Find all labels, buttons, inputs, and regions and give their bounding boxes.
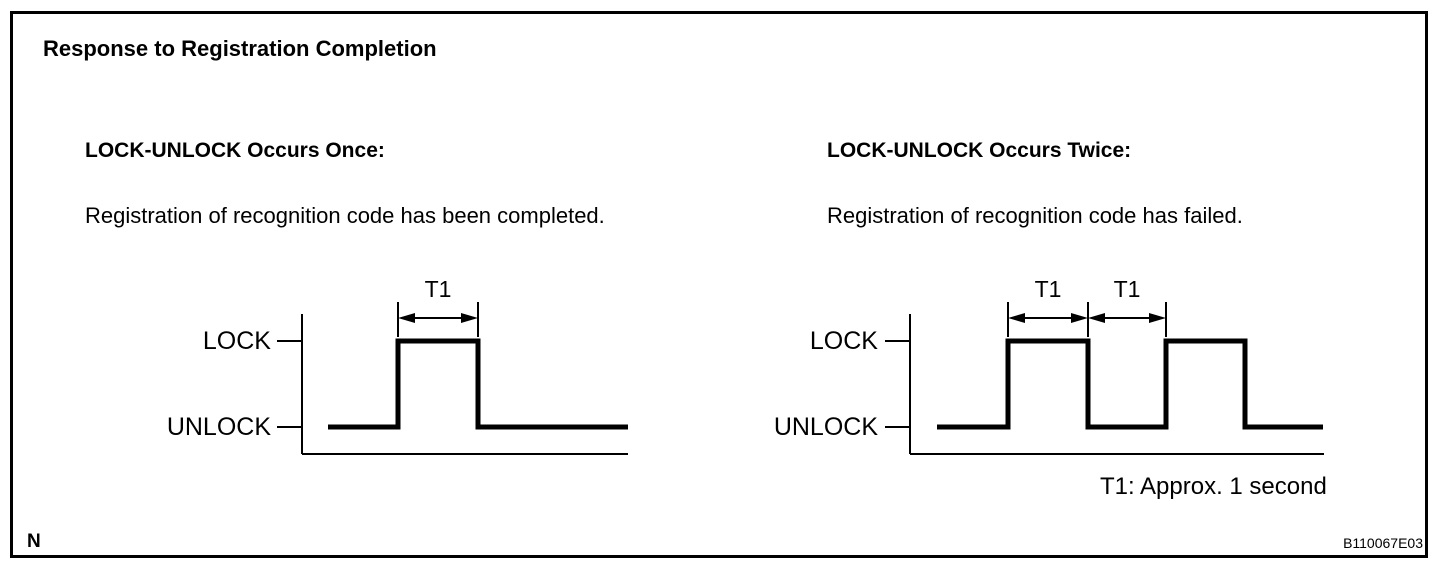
t1-duration-label: T1 <box>1035 276 1062 302</box>
arrowhead-left-icon <box>1088 313 1105 323</box>
section-once-description: Registration of recognition code has bee… <box>85 203 605 228</box>
signal-waveform <box>328 338 628 430</box>
arrowhead-right-icon <box>1071 313 1088 323</box>
t1-duration-label: T1 <box>425 276 452 302</box>
waveform-diagram-once: LOCK UNLOCK T1 <box>167 276 628 455</box>
t1-duration-label: T1 <box>1114 276 1141 302</box>
figure-border <box>10 11 1428 558</box>
figure-code: B110067E03 <box>1343 535 1423 551</box>
arrowhead-right-icon <box>461 313 478 323</box>
arrowhead-right-icon <box>1149 313 1166 323</box>
section-twice-description: Registration of recognition code has fai… <box>827 203 1243 228</box>
unlock-level-label: UNLOCK <box>774 413 879 441</box>
page-marker: N <box>27 531 41 552</box>
waveform-diagram-twice: LOCK UNLOCK T1 T1 <box>774 276 1324 455</box>
arrowhead-left-icon <box>398 313 415 323</box>
t1-definition-note: T1: Approx. 1 second <box>1100 473 1327 500</box>
section-twice-heading: LOCK-UNLOCK Occurs Twice: <box>827 139 1132 162</box>
lock-level-label: LOCK <box>810 327 878 355</box>
unlock-level-label: UNLOCK <box>167 413 272 441</box>
section-once-heading: LOCK-UNLOCK Occurs Once: <box>85 139 385 162</box>
lock-level-label: LOCK <box>203 327 271 355</box>
figure-title: Response to Registration Completion <box>43 36 437 61</box>
arrowhead-left-icon <box>1008 313 1025 323</box>
signal-waveform <box>937 338 1323 430</box>
